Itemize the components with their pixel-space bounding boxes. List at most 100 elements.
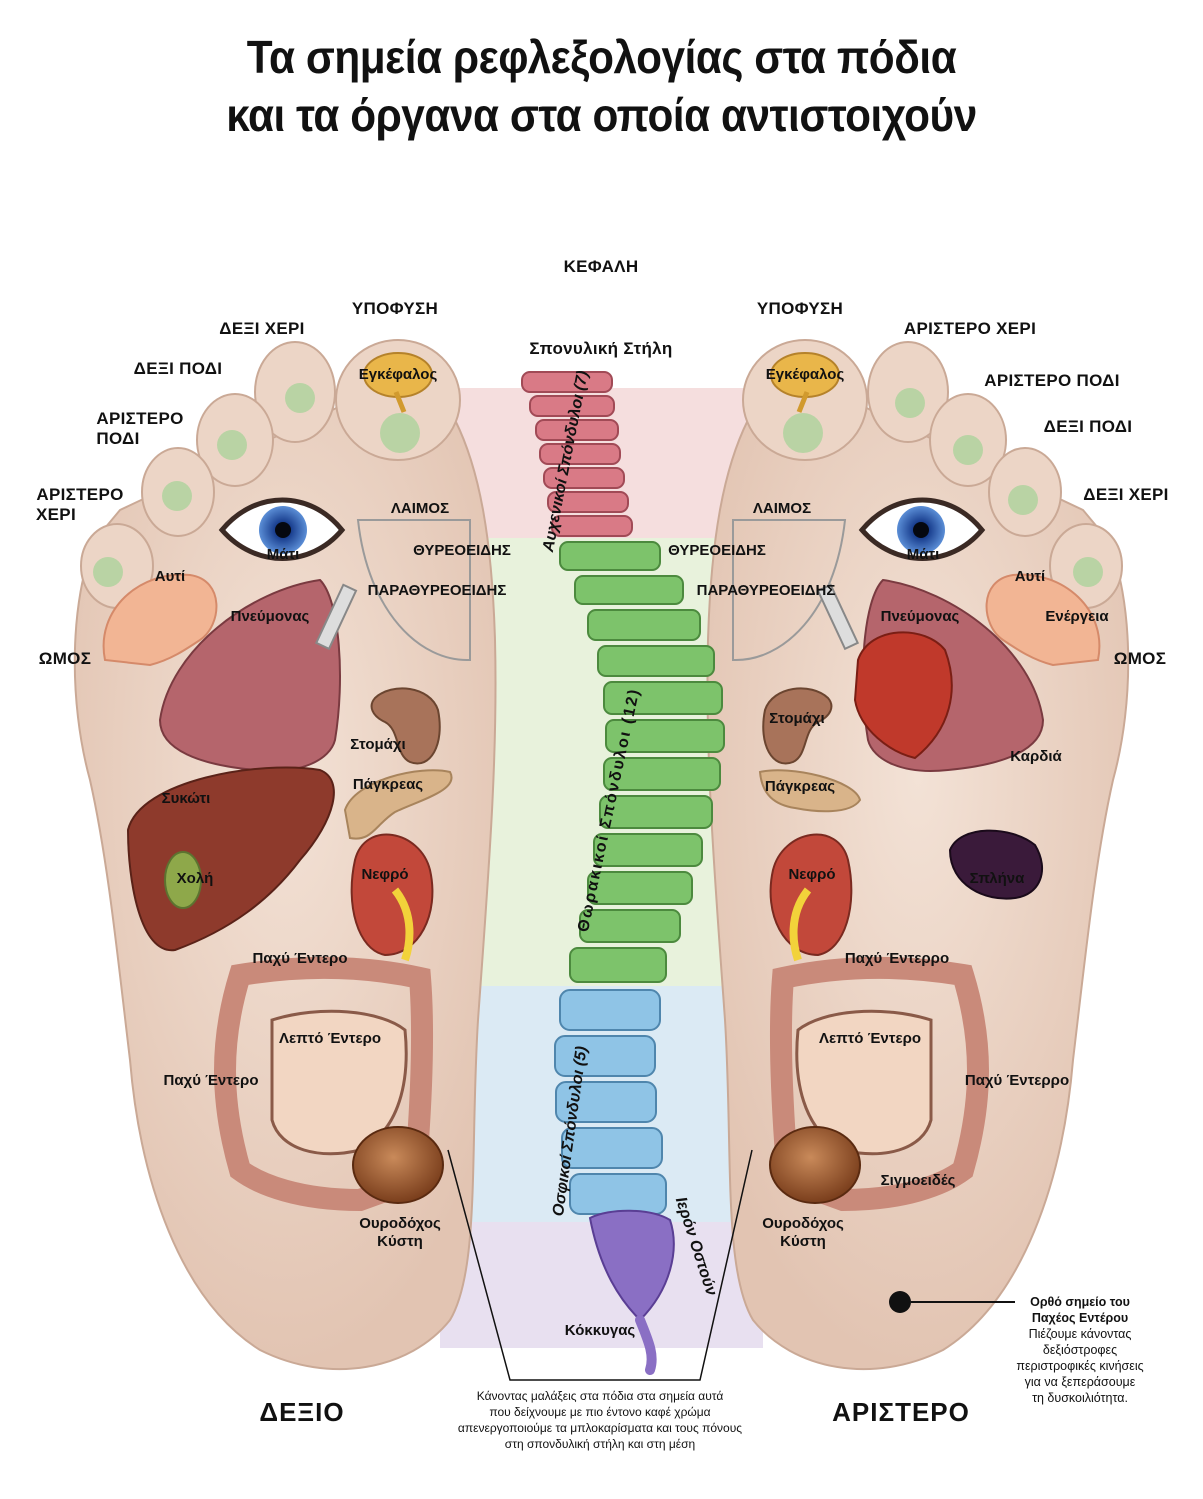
right-small-intestine-label: Λεπτό Έντερο — [278, 1030, 382, 1047]
right-left-foot-label-1: ΑΡΙΣΤΕΡΟ — [96, 409, 184, 428]
right-trachea-icon — [314, 583, 358, 651]
rectum-note-title-2: Παχέος Εντέρου — [1031, 1311, 1129, 1325]
right-right-foot-label: ΔΕΞΙ ΠΟΔΙ — [133, 359, 223, 378]
left-lung-label: Πνεύμονας — [880, 608, 960, 625]
right-parathyroid-label: ΠΑΡΑΘΥΡΕΟΕΙΔΗΣ — [367, 582, 507, 599]
right-ear-label: Αυτί — [154, 568, 186, 585]
coccyx-label: Κόκκυγας — [564, 1322, 636, 1339]
left-toe-spot-2 — [895, 388, 925, 418]
right-foot-caption: ΔΕΞΙΟ — [259, 1397, 345, 1427]
left-ear-label: Αυτί — [1014, 568, 1046, 585]
left-bladder-label-2: Κύστη — [780, 1233, 826, 1250]
right-ear-icon — [102, 573, 218, 667]
rectum-note-line-1: Πιέζουμε κάνοντας — [1028, 1327, 1132, 1341]
rectum-note-line-3: περιστροφικές κινήσεις — [1016, 1359, 1144, 1373]
left-brain-stem — [796, 391, 810, 413]
massage-note-line-4: στη σπονδυλική στήλη και στη μέση — [504, 1437, 696, 1451]
right-thyroid-label: ΘΥΡΕΟΕΙΔΗΣ — [413, 542, 511, 559]
right-liver-label: Συκώτι — [161, 790, 211, 807]
left-large-intestine-top-label: Παχύ Έντερρο — [844, 950, 950, 967]
left-heart-label: Καρδιά — [1010, 748, 1062, 765]
right-bladder-icon — [352, 1126, 444, 1204]
left-pancreas-label: Πάγκρεας — [764, 778, 836, 795]
massage-note-line-2: που δείχνουμε με πιο έντονο καφέ χρώμα — [489, 1405, 711, 1419]
left-kidney-label: Νεφρό — [788, 866, 836, 883]
left-neck-zone — [732, 519, 847, 662]
left-toe-spot-5 — [1073, 557, 1103, 587]
left-large-intestine-side-label: Παχύ Έντερρο — [964, 1072, 1070, 1089]
right-shoulder-label: ΩΜΟΣ — [38, 649, 92, 668]
right-left-hand-label-1: ΑΡΙΣΤΕΡΟ — [36, 485, 124, 504]
left-brain-label: Εγκέφαλος — [765, 366, 845, 383]
left-sigmoid-label: Σιγμοειδές — [880, 1172, 956, 1189]
left-toe-spot-1 — [783, 413, 823, 453]
right-small-intestine-icon — [270, 1009, 408, 1156]
left-energy-label: Ενέργεια — [1045, 608, 1109, 625]
right-eye-label: Μάτι — [266, 546, 300, 563]
right-left-hand-label-2: ΧΕΡΙ — [36, 505, 76, 524]
spine-column — [521, 371, 725, 1375]
right-bladder-label-2: Κύστη — [377, 1233, 423, 1250]
right-toe-spot-4 — [162, 481, 192, 511]
rectum-note-line-4: για να ξεπεράσουμε — [1024, 1375, 1136, 1389]
right-toe-spot-3 — [217, 430, 247, 460]
left-bladder-icon — [769, 1126, 861, 1204]
right-foot — [73, 339, 497, 1370]
right-neck-label: ΛΑΙΜΟΣ — [390, 500, 450, 517]
right-large-intestine-top-label: Παχύ Έντερο — [252, 950, 348, 967]
note-bracket — [447, 1149, 753, 1381]
right-kidney-label: Νεφρό — [361, 866, 409, 883]
left-foot — [706, 339, 1130, 1370]
title-line-2: και τα όργανα στα οποία αντιστοιχούν — [226, 89, 977, 141]
left-eye-pupil — [913, 522, 929, 538]
left-rectum-point-icon — [889, 1291, 911, 1313]
right-bladder-label-1: Ουροδόχος — [359, 1215, 441, 1232]
lumbar-vertebrae — [554, 989, 667, 1215]
left-ear-icon — [985, 573, 1101, 667]
left-left-foot-label: ΑΡΙΣΤΕΡΟ ΠΟΔΙ — [984, 371, 1120, 390]
rectum-note-title-1: Ορθό σημείο του — [1030, 1295, 1130, 1309]
right-eye-pupil — [275, 522, 291, 538]
left-stomach-label: Στομάχι — [769, 710, 825, 727]
left-eye-label: Μάτι — [906, 546, 940, 563]
right-neck-zone — [356, 519, 471, 662]
rectum-point-note: Ορθό σημείο του Παχέος Εντέρου Πιέζουμε … — [1000, 1294, 1160, 1406]
left-ureter-icon — [789, 887, 812, 962]
right-pancreas-label: Πάγκρεας — [352, 776, 424, 793]
left-small-intestine-label: Λεπτό Έντερο — [818, 1030, 922, 1047]
rectum-note-line-2: δεξιόστροφες — [1042, 1343, 1118, 1357]
left-pancreas-icon — [758, 769, 862, 813]
right-large-intestine-side-label: Παχύ Έντερο — [163, 1072, 259, 1089]
left-heart-icon — [853, 631, 953, 760]
coccyx-icon — [635, 1315, 657, 1375]
right-stomach-label: Στομάχι — [350, 736, 406, 753]
spinal-column-label: Σπονυλική Στήλη — [529, 339, 673, 358]
rectum-note-line-5: τη δυσκοιλιότητα. — [1032, 1391, 1128, 1405]
right-toe-spot-2 — [285, 383, 315, 413]
left-spleen-label: Σπλήνα — [969, 870, 1025, 887]
left-bladder-label-1: Ουροδόχος — [762, 1215, 844, 1232]
head-label: ΚΕΦΑΛΗ — [563, 257, 639, 276]
left-toe-spot-3 — [953, 435, 983, 465]
massage-note: Κάνοντας μαλάξεις στα πόδια στα σημεία α… — [440, 1388, 760, 1452]
right-ureter-icon — [391, 887, 414, 962]
right-toe-spot-1 — [380, 413, 420, 453]
left-small-intestine-icon — [795, 1009, 933, 1156]
left-parathyroid-label: ΠΑΡΑΘΥΡΕΟΕΙΔΗΣ — [696, 582, 836, 599]
right-right-hand-label: ΔΕΞΙ ΧΕΡΙ — [219, 319, 305, 338]
left-trachea-icon — [816, 583, 860, 651]
right-left-foot-label-2: ΠΟΔΙ — [96, 429, 140, 448]
left-stomach-icon — [762, 687, 833, 765]
right-toe-spot-5 — [93, 557, 123, 587]
right-pancreas-icon — [343, 769, 453, 840]
right-brain-stem — [393, 391, 407, 413]
left-right-foot-label: ΔΕΞΙ ΠΟΔΙ — [1043, 417, 1133, 436]
title-line-1: Τα σημεία ρεφλεξολογίας στα πόδια — [246, 31, 957, 83]
left-right-hand-label: ΔΕΞΙ ΧΕΡΙ — [1083, 485, 1169, 504]
right-lung-icon — [158, 578, 341, 772]
left-toe-spot-4 — [1008, 485, 1038, 515]
massage-note-line-1: Κάνοντας μαλάξεις στα πόδια στα σημεία α… — [476, 1389, 724, 1403]
right-gallbladder-label: Χολή — [176, 870, 214, 887]
sacrum-icon — [588, 1209, 675, 1322]
